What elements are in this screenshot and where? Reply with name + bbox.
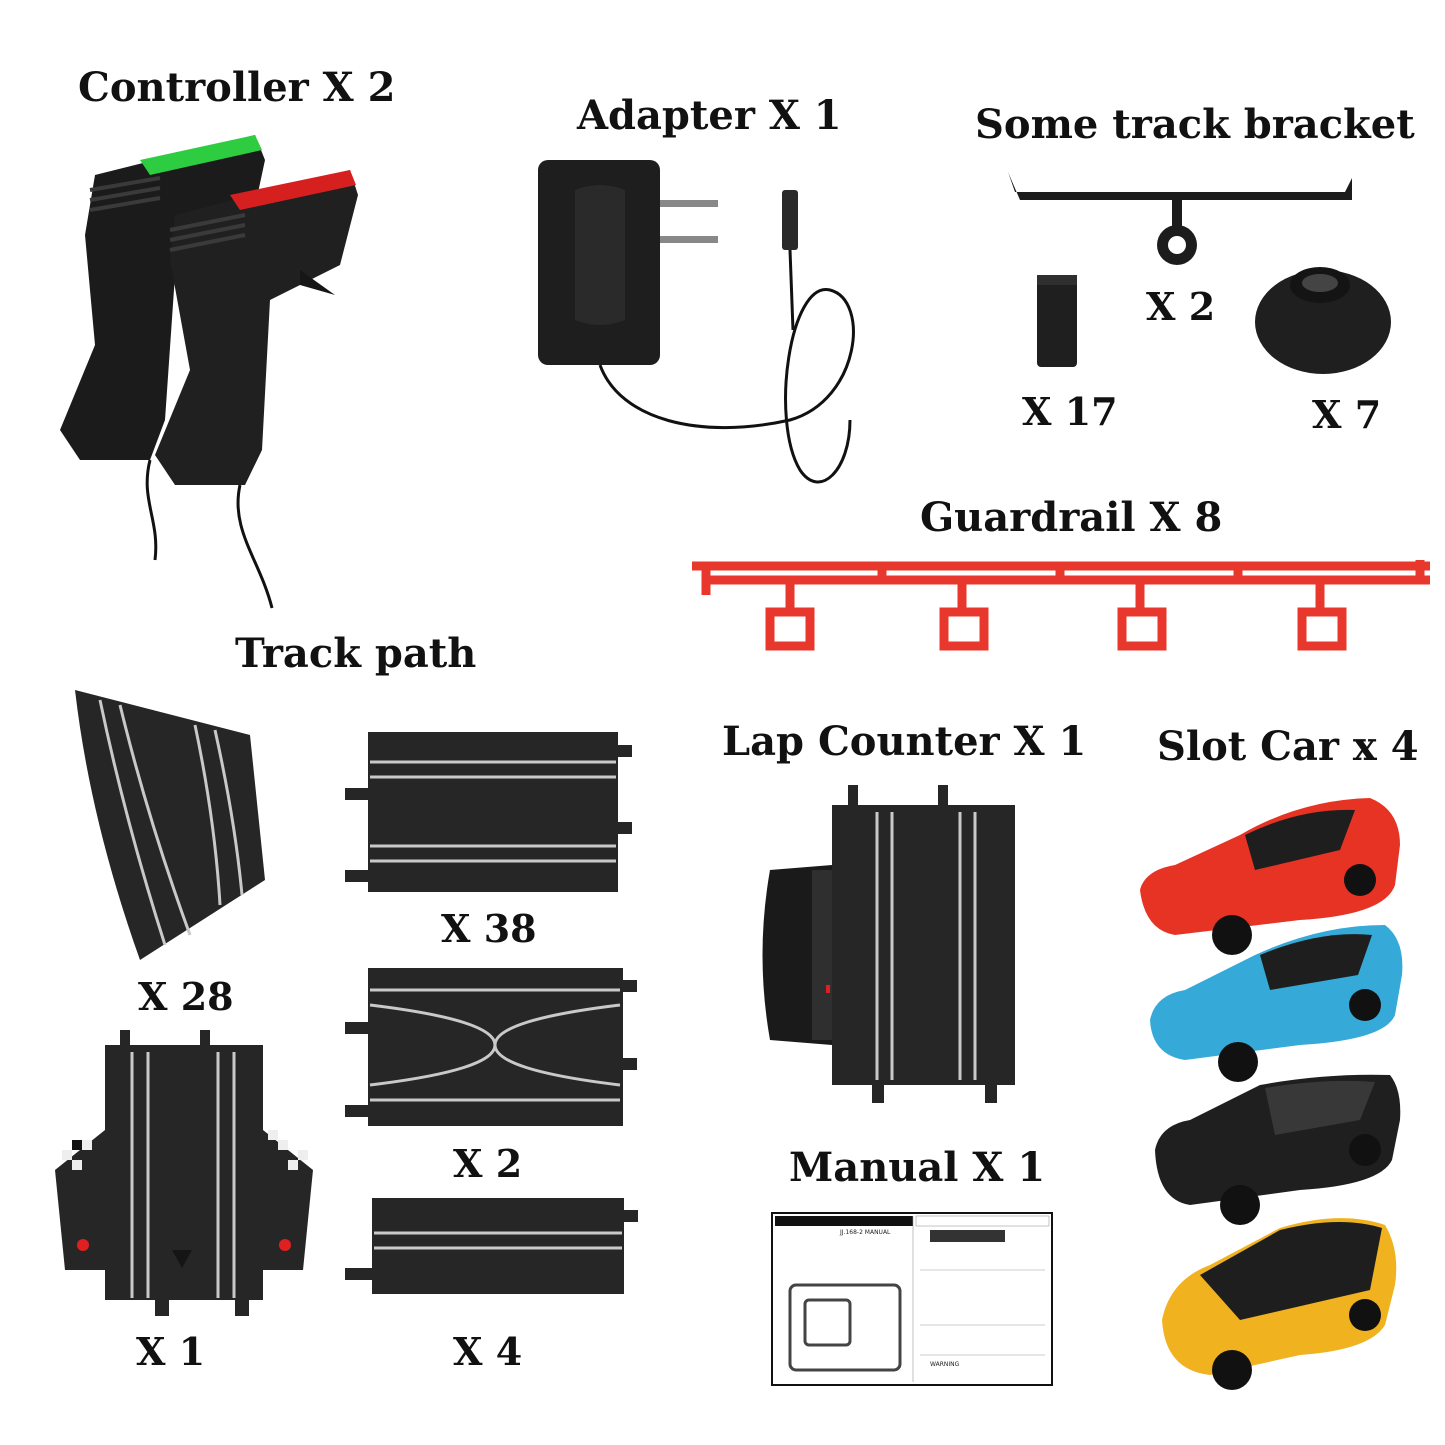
guardrail-label: Guardrail X 8 bbox=[920, 494, 1223, 541]
manual-sheet-warning: WARNING bbox=[930, 1361, 960, 1368]
straight-count-label: X 38 bbox=[441, 906, 537, 951]
crossover-track bbox=[345, 968, 637, 1126]
guardrail bbox=[692, 560, 1430, 651]
slot-car-black bbox=[1155, 1074, 1401, 1225]
straight-track bbox=[345, 732, 632, 892]
track-path-label: Track path bbox=[235, 630, 477, 677]
bracket-label: Some track bracket bbox=[975, 101, 1415, 148]
bracket-peg bbox=[1037, 275, 1077, 367]
short-track bbox=[345, 1198, 638, 1294]
slot-car-red bbox=[1140, 798, 1400, 955]
slot-car-yellow bbox=[1162, 1218, 1397, 1390]
slot-car-label: Slot Car x 4 bbox=[1157, 723, 1419, 770]
short-count-label: X 4 bbox=[453, 1329, 523, 1374]
manual-sheet: JJ.168-2 MANUAL WARNING bbox=[771, 1212, 1053, 1386]
adapter-label: Adapter X 1 bbox=[577, 92, 842, 139]
lap-counter-label: Lap Counter X 1 bbox=[722, 718, 1087, 765]
controller-red bbox=[155, 170, 358, 609]
start-track bbox=[55, 1030, 313, 1316]
base-count-label: X 7 bbox=[1312, 392, 1382, 437]
manual-sheet-title: JJ.168-2 MANUAL bbox=[839, 1229, 891, 1236]
peg-count-label: X 17 bbox=[1022, 389, 1118, 434]
lap-counter bbox=[762, 785, 1015, 1103]
bracket-base bbox=[1255, 267, 1391, 374]
start-count-label: X 1 bbox=[136, 1329, 206, 1374]
track-bracket bbox=[1008, 172, 1352, 265]
curve-count-label: X 28 bbox=[138, 974, 234, 1019]
controller-label: Controller X 2 bbox=[78, 64, 396, 111]
adapter bbox=[538, 160, 855, 484]
crossover-count-label: X 2 bbox=[453, 1141, 523, 1186]
bracket-count-label: X 2 bbox=[1146, 284, 1216, 329]
manual-label: Manual X 1 bbox=[789, 1144, 1046, 1191]
curve-track bbox=[75, 690, 265, 960]
slot-car-blue bbox=[1150, 925, 1403, 1082]
